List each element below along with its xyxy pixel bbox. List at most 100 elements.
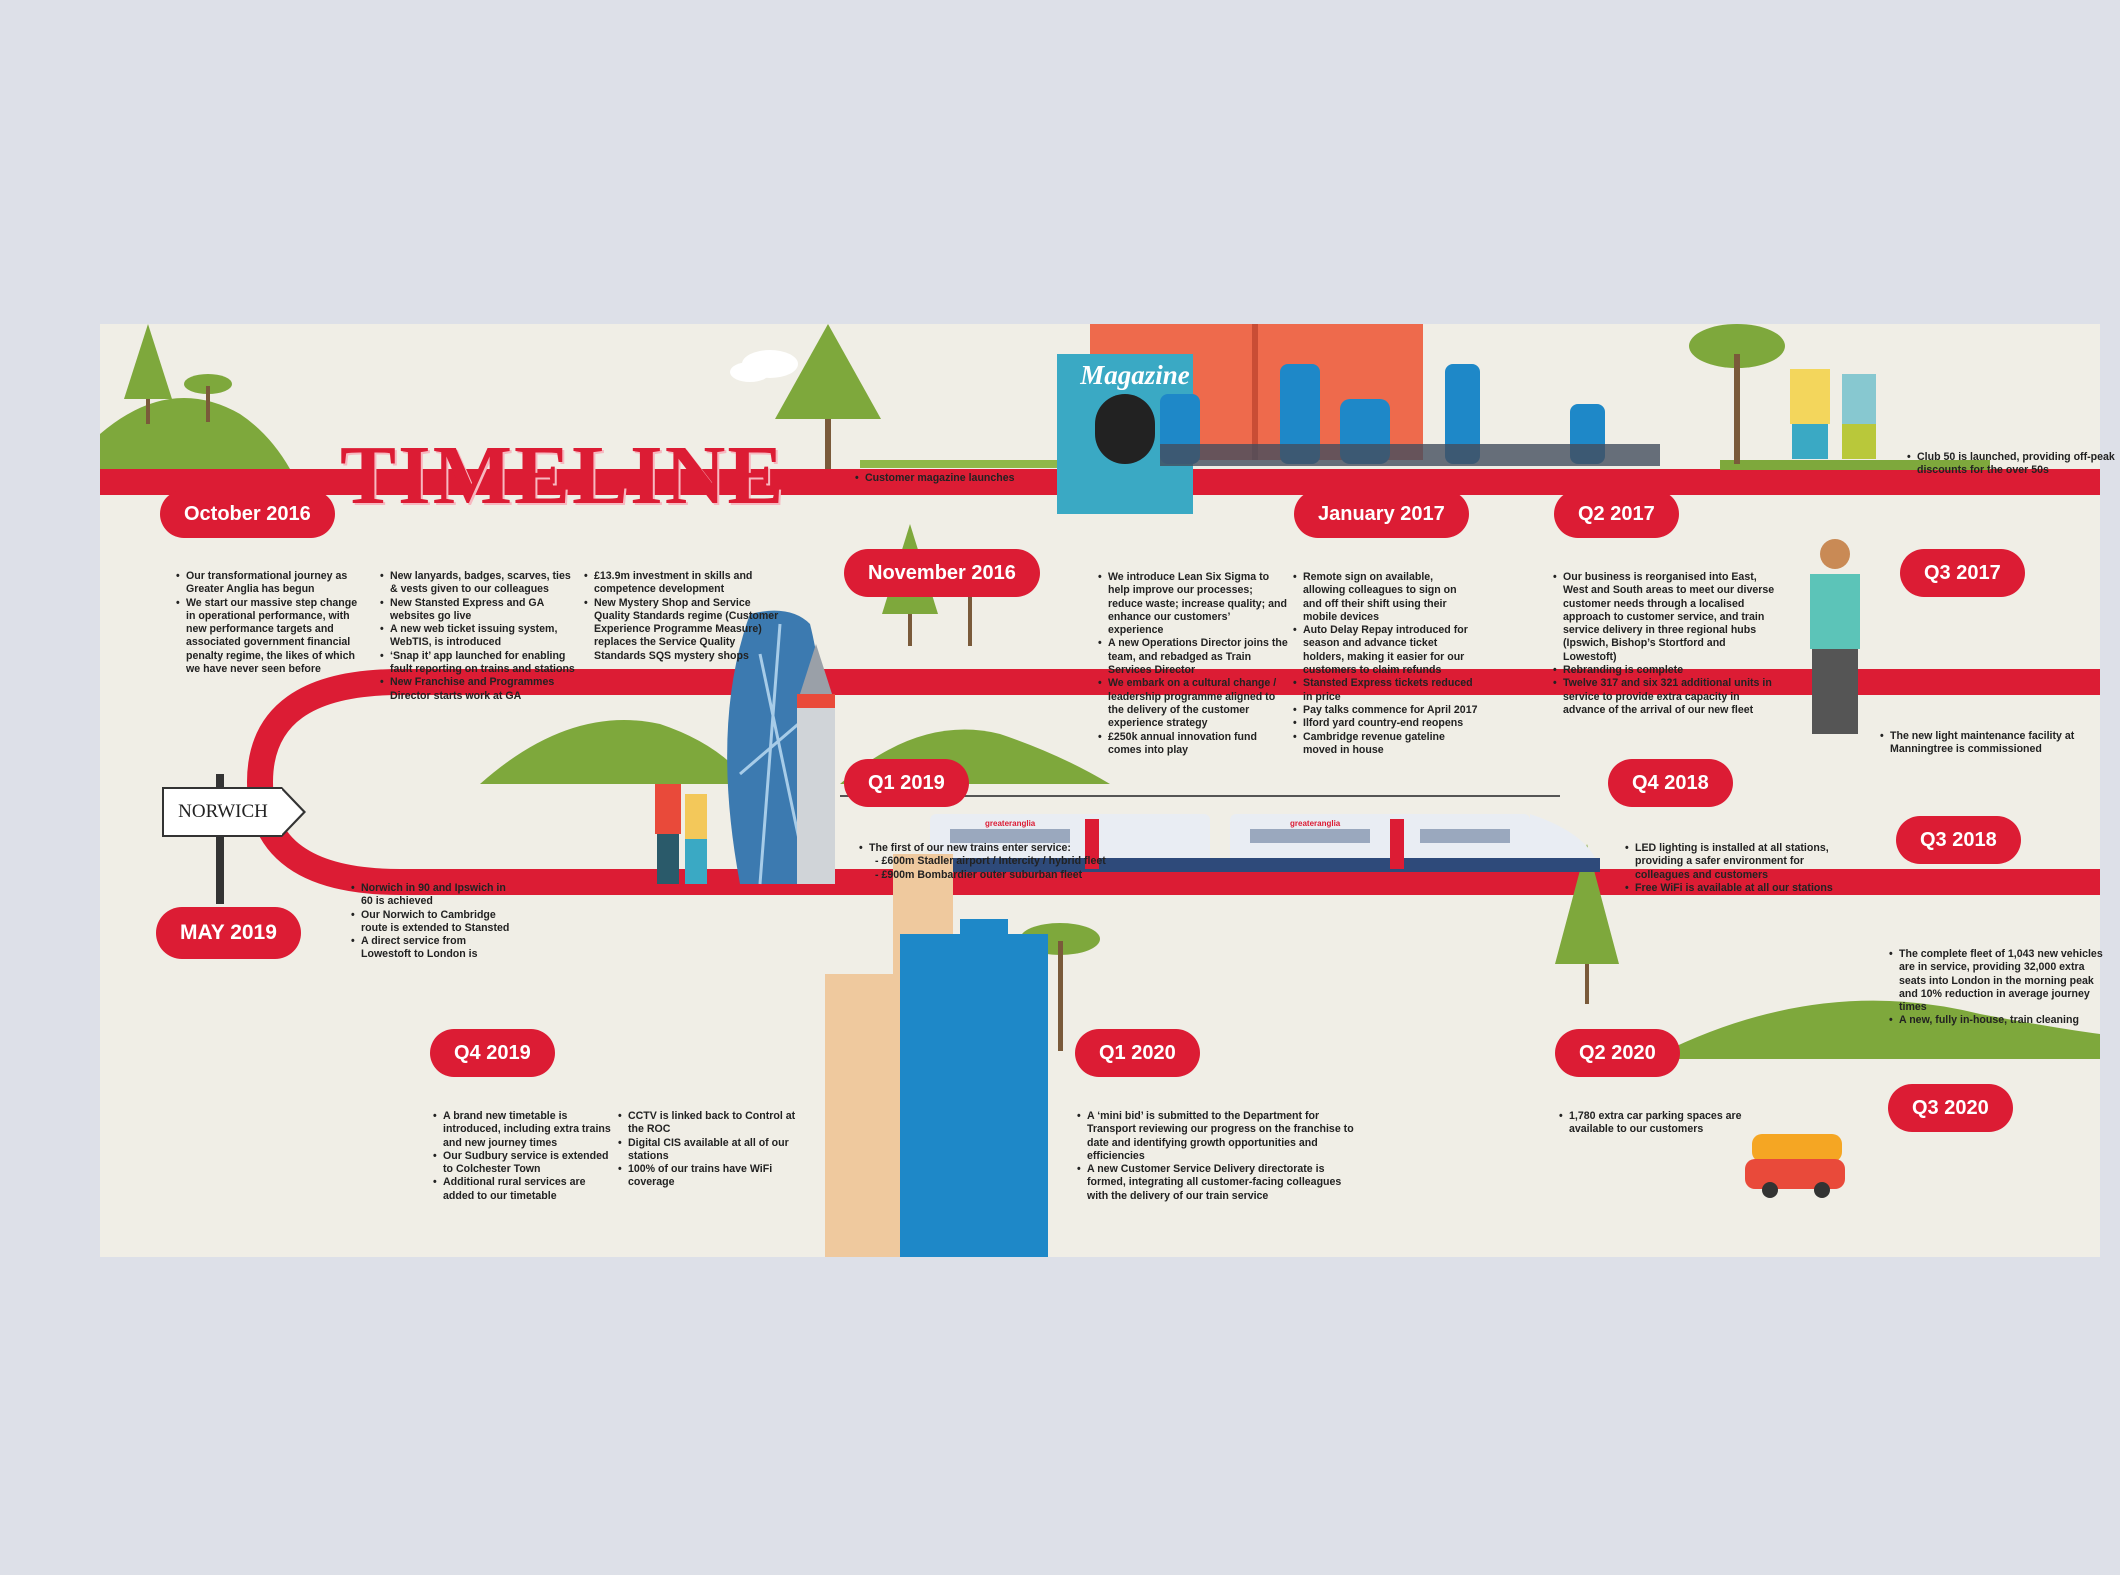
note-item: £13.9m investment in skills and competen… (584, 570, 779, 597)
notes-october-2016-col3: £13.9m investment in skills and competen… (583, 570, 779, 663)
hill-bottom-right-2 (1660, 1000, 2100, 1059)
note-item: The complete fleet of 1,043 new vehicles… (1889, 948, 2104, 1014)
notes-q2-2020: 1,780 extra car parking spaces are avail… (1558, 1110, 1759, 1137)
hill-mid-left (480, 720, 750, 784)
note-item: Our business is reorganised into East, W… (1553, 571, 1778, 664)
notes-q4-2018: LED lighting is installed at all station… (1624, 842, 1850, 895)
grass-strip (1720, 460, 1990, 470)
note-item: We embark on a cultural change / leaders… (1098, 677, 1288, 730)
note-item: Ilford yard country-end reopens (1293, 717, 1478, 731)
note-item: We introduce Lean Six Sigma to help impr… (1098, 571, 1288, 637)
note-item: A new, fully in-house, train cleaning (1889, 1014, 2104, 1028)
note-item: Cambridge revenue gateline moved in hous… (1293, 731, 1478, 758)
big-ben-tower (797, 644, 835, 884)
milestone-q3-2018: Q3 2018 (1896, 816, 2021, 864)
note-item: A new Operations Director joins the team… (1098, 637, 1288, 677)
magazine-title: Magazine (1080, 360, 1190, 390)
note-item: New Franchise and Programmes Director st… (380, 676, 575, 703)
note-item: A new Customer Service Delivery director… (1077, 1163, 1357, 1203)
note-item: Pay talks commence for April 2017 (1293, 704, 1478, 718)
pine-tree-left (124, 324, 172, 424)
elderly-couple (1790, 369, 1876, 459)
round-tree-left (184, 374, 232, 422)
note-item: £250k annual innovation fund comes into … (1098, 731, 1288, 758)
pine-tree-q22020 (1555, 844, 1619, 1004)
milestone-january-2017: January 2017 (1294, 490, 1469, 538)
note-item: Our Sudbury service is extended to Colch… (433, 1150, 613, 1177)
man-with-phone (1810, 539, 1860, 734)
notes-q3-2017: Club 50 is launched, providing off-peak … (1906, 451, 2117, 478)
milestone-november-2016: November 2016 (844, 549, 1040, 597)
hill-top-left (100, 398, 290, 469)
note-subitem: - £900m Bombardier outer suburban fleet (875, 868, 1083, 881)
grass-strip-2 (860, 460, 1160, 468)
note-item: New lanyards, badges, scarves, ties & ve… (380, 570, 575, 597)
page-title: TIMELINE (340, 429, 786, 522)
notes-october-2016-col2: New lanyards, badges, scarves, ties & ve… (379, 570, 575, 703)
notes-q2-2017: Our business is reorganised into East, W… (1552, 571, 1778, 717)
note-item: A direct service from Lowestoft to Londo… (351, 935, 511, 962)
note-item: We start our massive step change in oper… (176, 597, 366, 677)
note-item: Additional rural services are added to o… (433, 1176, 613, 1203)
note-item: Remote sign on available, allowing colle… (1293, 571, 1478, 624)
milestone-q1-2019: Q1 2019 (844, 759, 969, 807)
note-item: New Stansted Express and GA websites go … (380, 597, 575, 624)
cars (1745, 1134, 1845, 1198)
note-item: Twelve 317 and six 321 additional units … (1553, 677, 1778, 717)
note-item: Free WiFi is available at all our statio… (1625, 882, 1850, 896)
magazine-face (1095, 394, 1155, 464)
note-item: Stansted Express tickets reduced in pric… (1293, 677, 1478, 704)
milestone-may-2019: MAY 2019 (156, 907, 301, 959)
note-item: A new web ticket issuing system, WebTIS,… (380, 623, 575, 650)
milestone-q3-2017: Q3 2017 (1900, 549, 2025, 597)
chess-board-strip (1160, 444, 1660, 466)
notes-q4-2019-col2: CCTV is linked back to Control at the RO… (617, 1110, 798, 1190)
note-item: Norwich in 90 and Ipswich in 60 is achie… (351, 882, 511, 909)
signpost-pole (216, 774, 224, 904)
note-subitem: - £600m Stadler airport / Intercity / hy… (875, 855, 1106, 868)
couple-selfie (655, 784, 707, 884)
train-brand-label: greateranglia (1290, 819, 1341, 828)
notes-q1-2020: A ‘mini bid’ is submitted to the Departm… (1076, 1110, 1357, 1203)
notes-may-2019: Norwich in 90 and Ipswich in 60 is achie… (350, 882, 511, 962)
note-item: Club 50 is launched, providing off-peak … (1907, 451, 2117, 478)
note-item: Our transformational journey as Greater … (176, 570, 366, 597)
timeline-board: TIMELINE NORWICH Magazine greateranglia … (100, 324, 2115, 1257)
norwich-sign: NORWICH (162, 787, 306, 837)
cloud (730, 350, 798, 382)
milestone-q2-2020: Q2 2020 (1555, 1029, 1680, 1077)
note-item: New Mystery Shop and Service Quality Sta… (584, 597, 779, 663)
train-brand-label: greateranglia (985, 819, 1036, 828)
milestone-october-2016: October 2016 (160, 490, 335, 538)
note-item: LED lighting is installed at all station… (1625, 842, 1850, 882)
milestone-q3-2020: Q3 2020 (1888, 1084, 2013, 1132)
notes-q3-2018: The new light maintenance facility at Ma… (1879, 730, 2120, 757)
notes-q1-2019: The first of our new trains enter servic… (858, 842, 1139, 882)
milestone-q4-2019: Q4 2019 (430, 1029, 555, 1077)
notes-q3-2020: The complete fleet of 1,043 new vehicles… (1888, 948, 2104, 1028)
milestone-q4-2018: Q4 2018 (1608, 759, 1733, 807)
notes-january-2017-col1: We introduce Lean Six Sigma to help impr… (1097, 571, 1288, 757)
milestone-q2-2017: Q2 2017 (1554, 490, 1679, 538)
note-item: Our Norwich to Cambridge route is extend… (351, 909, 511, 936)
milestone-q1-2020: Q1 2020 (1075, 1029, 1200, 1077)
round-tree-q22017 (1689, 324, 1785, 464)
blue-tower (900, 919, 1048, 1257)
notes-january-2017-col2: Remote sign on available, allowing colle… (1292, 571, 1478, 757)
note-item: ‘Snap it’ app launched for enabling faul… (380, 650, 575, 677)
note-item: A ‘mini bid’ is submitted to the Departm… (1077, 1110, 1357, 1163)
note-item: CCTV is linked back to Control at the RO… (618, 1110, 798, 1137)
note-item: Auto Delay Repay introduced for season a… (1293, 624, 1478, 677)
note-item: 1,780 extra car parking spaces are avail… (1559, 1110, 1759, 1137)
notes-november-2016: Customer magazine launches (854, 472, 1065, 486)
note-item: The first of our new trains enter servic… (859, 842, 1139, 856)
note-item: Customer magazine launches (855, 472, 1065, 486)
note-item: Rebranding is complete (1553, 664, 1778, 678)
note-item: 100% of our trains have WiFi coverage (618, 1163, 798, 1190)
note-item: The new light maintenance facility at Ma… (1880, 730, 2120, 757)
note-item: A brand new timetable is introduced, inc… (433, 1110, 613, 1150)
note-item: Digital CIS available at all of our stat… (618, 1137, 798, 1164)
notes-q4-2019-col1: A brand new timetable is introduced, inc… (432, 1110, 613, 1203)
notes-october-2016-col1: Our transformational journey as Greater … (175, 570, 366, 676)
tall-pine-tree (775, 324, 881, 469)
